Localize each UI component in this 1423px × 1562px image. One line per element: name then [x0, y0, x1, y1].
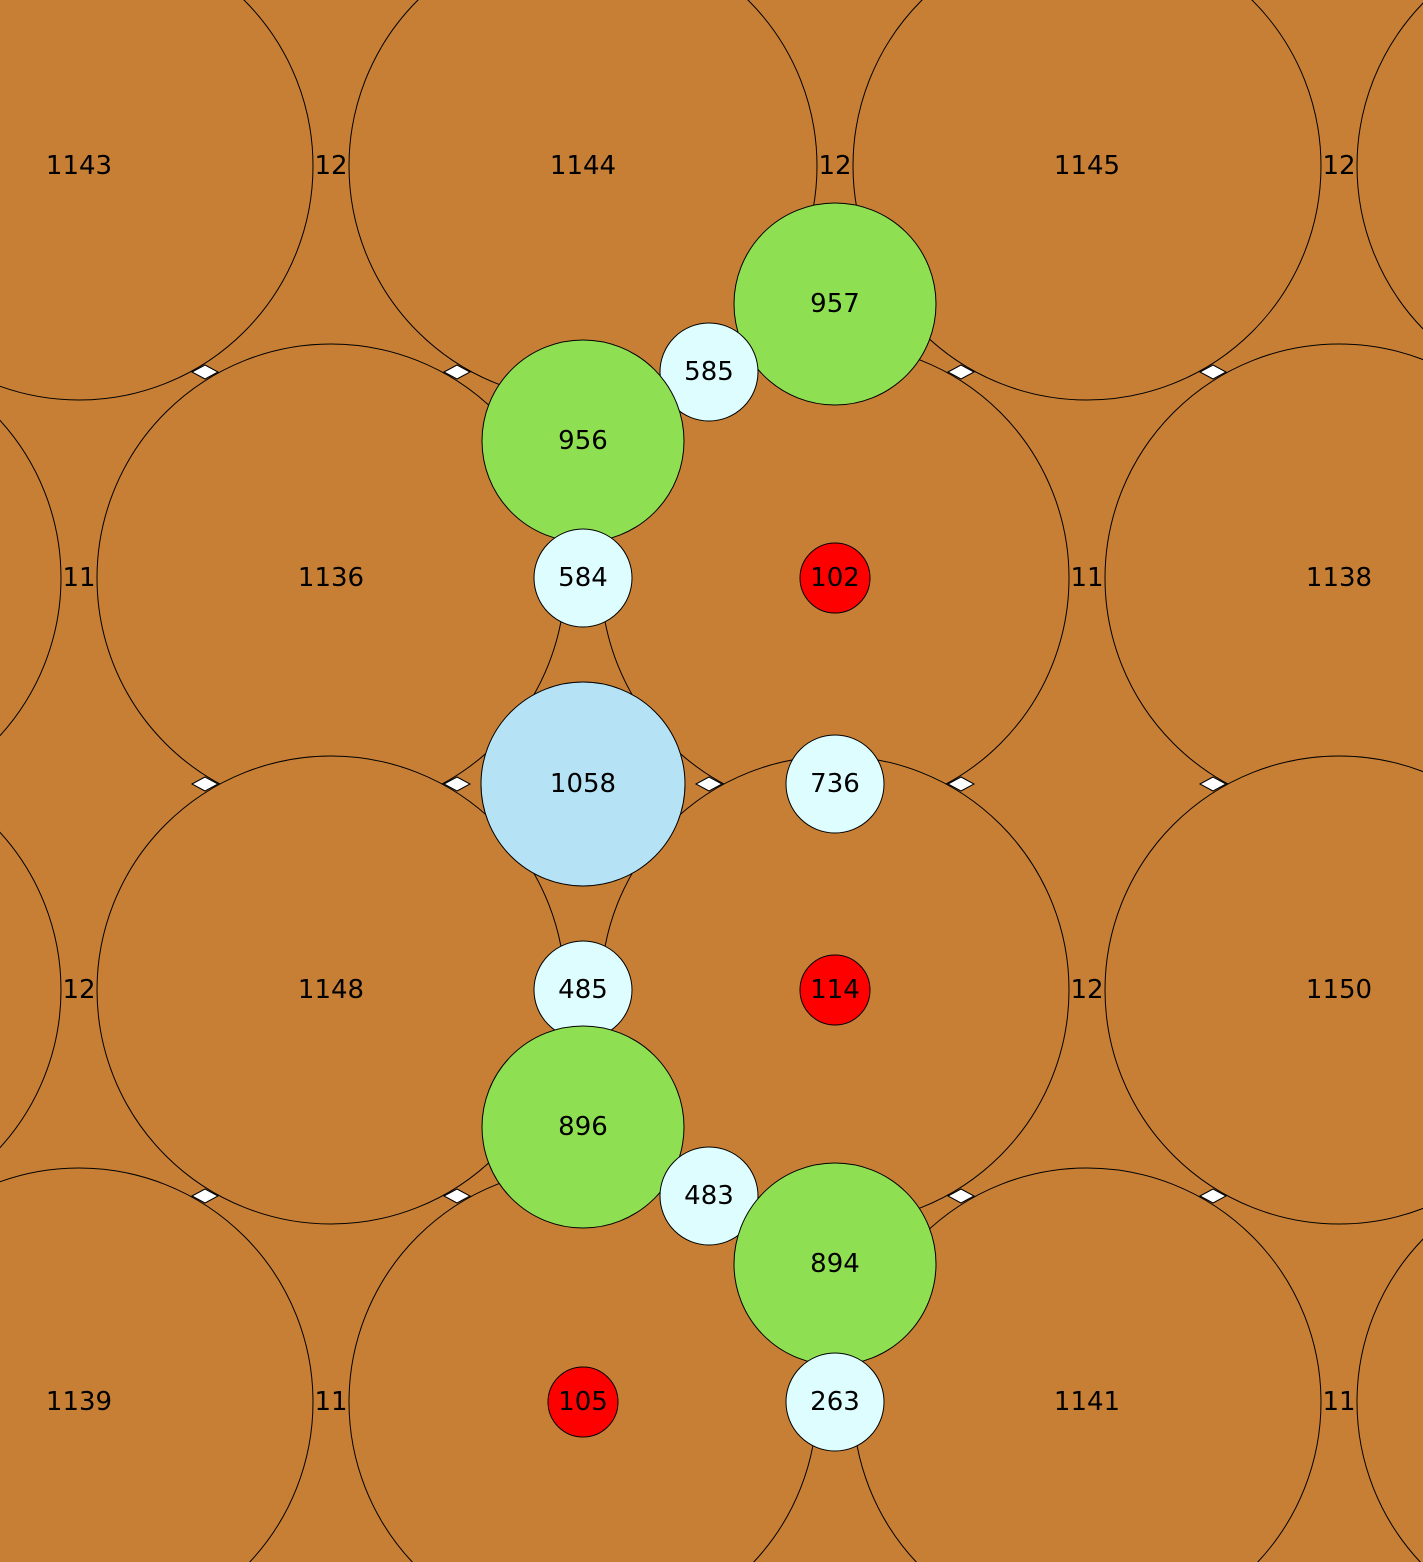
small-atom-label: 114: [810, 975, 860, 1005]
large-atom: [0, 831, 62, 1149]
small-atom-red: 102: [799, 542, 871, 614]
small-atom-label: 1058: [550, 769, 616, 799]
large-atom-circle: [0, 419, 62, 737]
small-atom-label: 485: [558, 975, 608, 1005]
small-atom-red: 114: [799, 954, 871, 1026]
void-marker: [442, 776, 472, 792]
large-atom-label: 1141: [1054, 1387, 1120, 1417]
small-atom-label: 956: [558, 426, 608, 456]
gap-label-layer: 12 12 12 11 11 12 12 11 11: [62, 151, 1355, 1417]
small-atom-label: 736: [810, 769, 860, 799]
large-atom-circle: [0, 0, 314, 401]
large-atom: 1150: [1104, 755, 1423, 1225]
small-atom-light_blue: 1058: [480, 681, 686, 887]
large-atom-label: 1145: [1054, 151, 1120, 181]
large-atom: 1144: [348, 0, 818, 401]
void-marker: [694, 776, 724, 792]
small-atom-layer: 957 585 956 584 102 1058 736 485 114 896 483 894 105…: [480, 202, 937, 1452]
gap-label: 11: [1070, 563, 1103, 593]
small-atom-circle: [785, 734, 885, 834]
gap-label: 11: [62, 563, 95, 593]
small-atom-green: 896: [481, 1025, 685, 1229]
small-atom-red: 105: [547, 1366, 619, 1438]
large-atom-circle: [1356, 1238, 1423, 1562]
small-atom-pale: 485: [533, 940, 633, 1040]
large-atom-circle: [852, 0, 1322, 401]
large-atom: [0, 419, 62, 737]
large-atom-label: 1138: [1306, 563, 1372, 593]
small-atom-pale: 263: [785, 1352, 885, 1452]
large-atom-label: 1143: [46, 151, 112, 181]
void-marker: [1198, 364, 1228, 380]
large-atom-circle: [0, 831, 62, 1149]
void-marker: [946, 1188, 976, 1204]
small-atom-circle: [481, 1025, 685, 1229]
small-atom-circle: [533, 528, 633, 628]
large-atom: 1138: [1104, 343, 1423, 813]
small-atom-label: 584: [558, 563, 608, 593]
void-marker: [442, 1188, 472, 1204]
small-atom-label: 896: [558, 1112, 608, 1142]
large-atom: [1356, 2, 1423, 330]
large-atom: [1356, 1238, 1423, 1562]
large-atom: 1139: [0, 1167, 314, 1562]
gap-label: 12: [314, 151, 347, 181]
small-atom-label: 894: [810, 1249, 860, 1279]
large-atom-label: 1136: [298, 563, 364, 593]
small-atom-label: 957: [810, 289, 860, 319]
gap-label: 11: [1322, 1387, 1355, 1417]
small-atom-circle: [799, 542, 871, 614]
large-atom: 1143: [0, 0, 314, 401]
small-atom-pale: 585: [659, 322, 759, 422]
void-marker: [190, 364, 220, 380]
small-atom-label: 102: [810, 563, 860, 593]
large-atom-label: 1144: [550, 151, 616, 181]
small-atom-pale: 584: [533, 528, 633, 628]
small-atom-circle: [659, 322, 759, 422]
void-marker: [1198, 776, 1228, 792]
void-marker: [1198, 1188, 1228, 1204]
void-marker: [442, 364, 472, 380]
small-atom-green: 894: [733, 1162, 937, 1366]
small-atom-label: 105: [558, 1387, 608, 1417]
large-atom-label: 1148: [298, 975, 364, 1005]
void-marker: [190, 1188, 220, 1204]
gap-label: 11: [314, 1387, 347, 1417]
large-atom-circle: [1356, 2, 1423, 330]
small-atom-label: 263: [810, 1387, 860, 1417]
large-atom-circle: [1104, 755, 1423, 1225]
small-atom-label: 483: [684, 1181, 734, 1211]
void-marker: [190, 776, 220, 792]
small-atom-circle: [659, 1146, 759, 1246]
large-atom: 1145: [852, 0, 1322, 401]
small-atom-pale: 483: [659, 1146, 759, 1246]
small-atom-circle: [733, 202, 937, 406]
large-atom-label: 1150: [1306, 975, 1372, 1005]
large-atom-label: 1139: [46, 1387, 112, 1417]
gap-label: 12: [818, 151, 851, 181]
small-atom-green: 957: [733, 202, 937, 406]
large-atom: 1148: [96, 755, 566, 1225]
gap-label: 12: [1070, 975, 1103, 1005]
small-atom-circle: [480, 681, 686, 887]
void-marker: [946, 364, 976, 380]
small-atom-label: 585: [684, 357, 734, 387]
gap-label: 12: [1322, 151, 1355, 181]
small-atom-circle: [785, 1352, 885, 1452]
small-atom-circle: [799, 954, 871, 1026]
void-marker: [946, 776, 976, 792]
small-atom-green: 956: [481, 339, 685, 543]
large-atom-circle: [0, 1167, 314, 1562]
small-atom-circle: [547, 1366, 619, 1438]
small-atom-pale: 736: [785, 734, 885, 834]
gap-label: 12: [62, 975, 95, 1005]
